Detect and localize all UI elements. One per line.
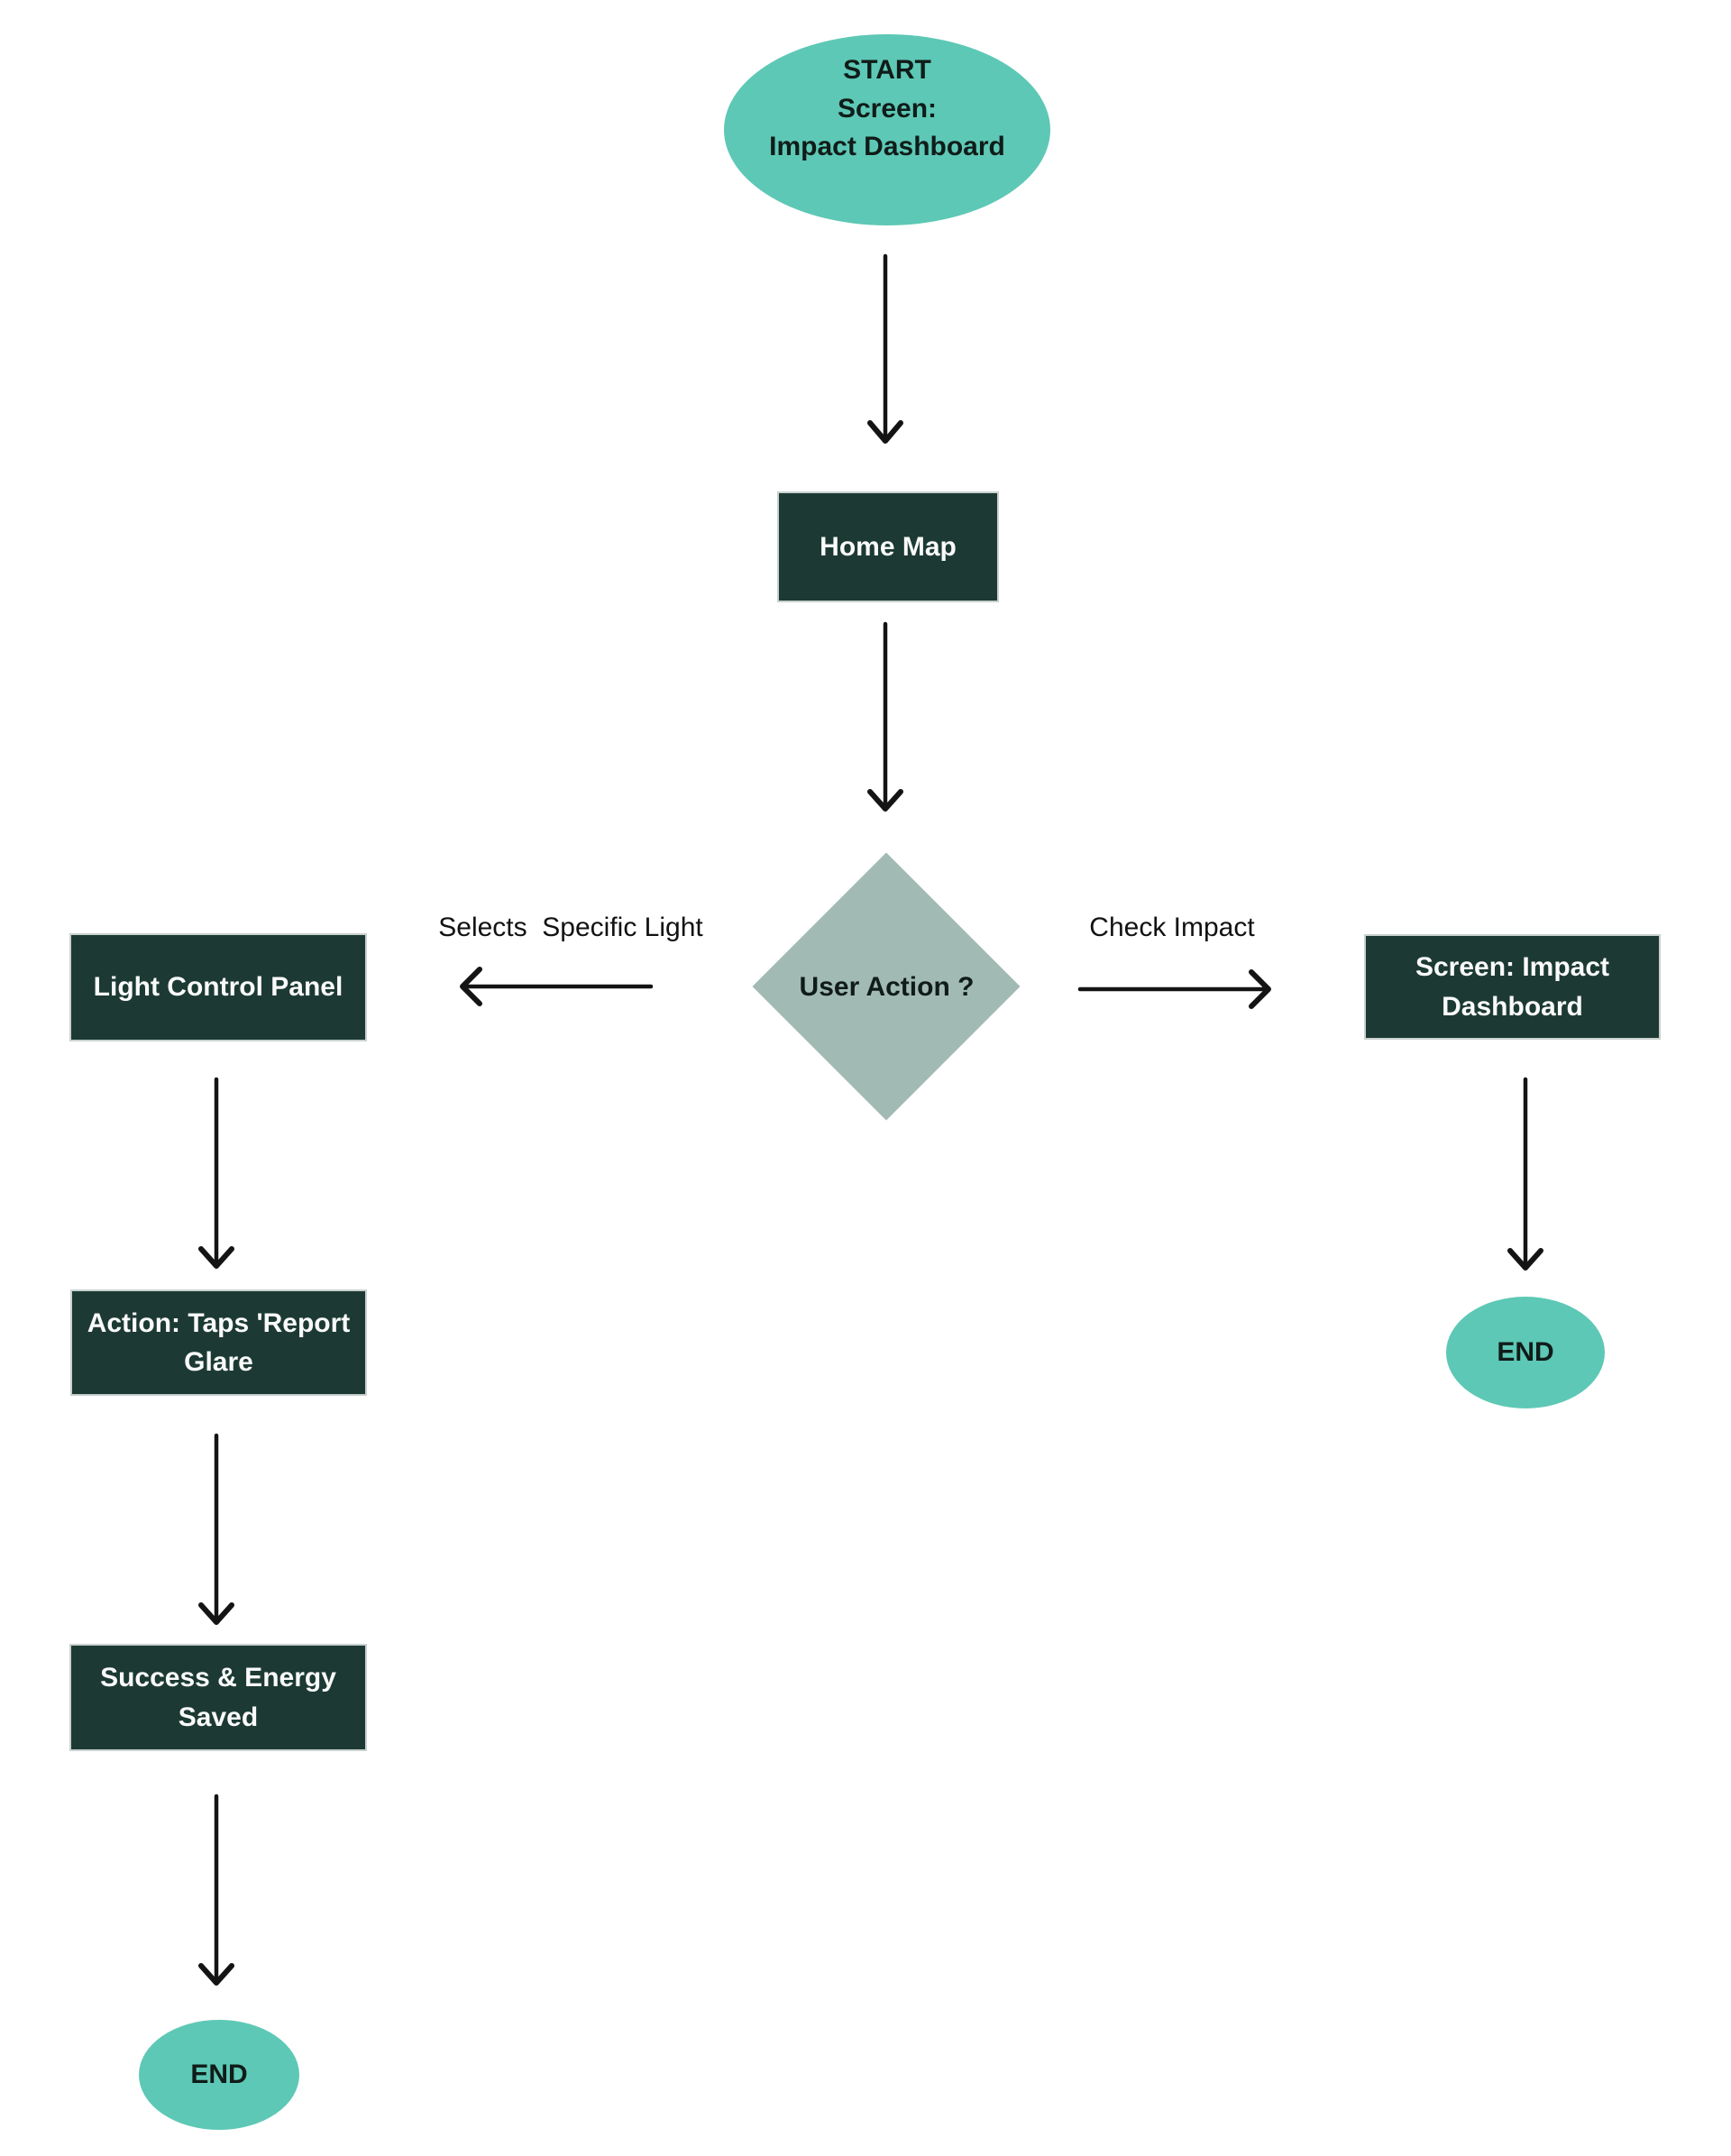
- arrow-success-to-end-left: [198, 1794, 234, 1986]
- user-action-decision-node: User Action ?: [752, 852, 1021, 1121]
- arrow-impact-dashboard-to-end-right: [1507, 1077, 1543, 1271]
- home-map-process-node: Home Map: [777, 491, 999, 602]
- end-right-terminator-node: END: [1446, 1297, 1605, 1408]
- success-energy-saved-process-node: Success & Energy Saved: [69, 1644, 367, 1751]
- edge-label-selects-specific-light: Selects Specific Light: [438, 913, 703, 942]
- arrow-light-control-to-report-glare: [198, 1077, 234, 1269]
- arrow-start-to-home-map: [867, 253, 903, 444]
- report-glare-process-node: Action: Taps 'Report Glare: [70, 1289, 367, 1396]
- arrow-user-action-to-light-control: [460, 967, 654, 1006]
- end-left-terminator-node: END: [139, 2020, 299, 2130]
- arrow-report-glare-to-success: [198, 1433, 234, 1625]
- light-control-panel-process-node: Light Control Panel: [69, 933, 367, 1041]
- edge-label-check-impact: Check Impact: [1089, 913, 1255, 942]
- arrow-user-action-to-impact-dashboard: [1077, 969, 1271, 1009]
- start-terminator-node: START Screen: Impact Dashboard: [724, 34, 1050, 225]
- arrow-home-map-to-user-action: [867, 621, 903, 812]
- decision-diamond-label: User Action ?: [799, 971, 975, 1002]
- impact-dashboard-process-node: Screen: Impact Dashboard: [1364, 934, 1661, 1040]
